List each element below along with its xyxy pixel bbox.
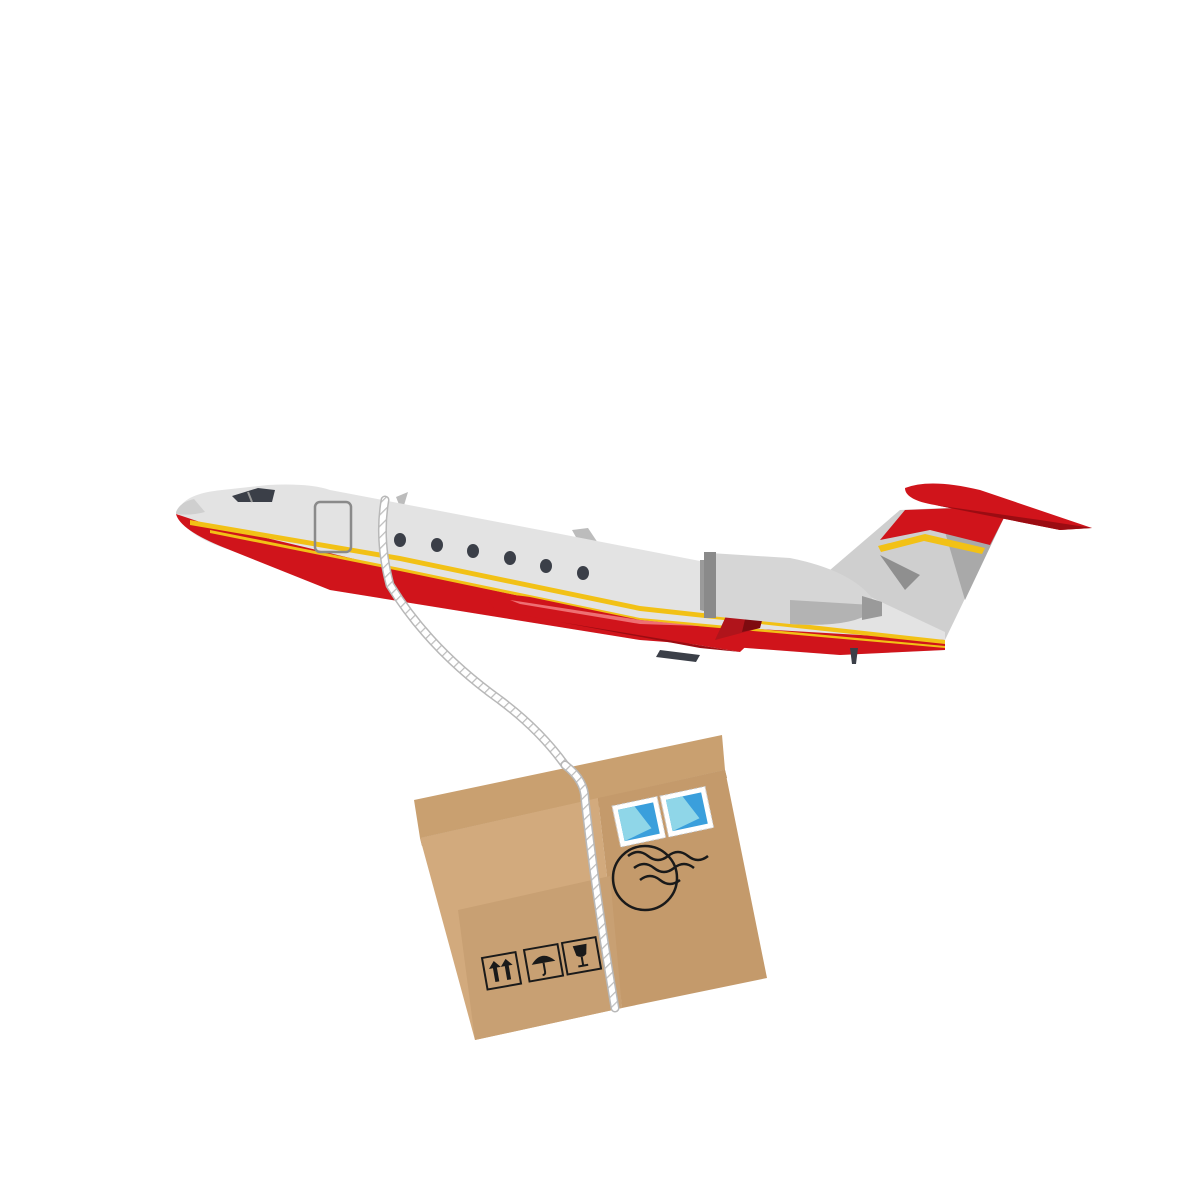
t-tail-stabilizer bbox=[905, 483, 1092, 530]
tail-shadow bbox=[880, 555, 920, 590]
passenger-window bbox=[504, 551, 516, 565]
nose-cone bbox=[176, 499, 205, 515]
landing-gear bbox=[656, 650, 700, 662]
fuselage-yellow-stripe bbox=[190, 520, 945, 644]
box-lid bbox=[414, 735, 725, 838]
tail-gear bbox=[850, 648, 858, 664]
main-wing-shade bbox=[560, 622, 740, 652]
tow-rope bbox=[377, 495, 570, 770]
stamp-icon bbox=[611, 795, 667, 848]
rope-around-box-core bbox=[562, 762, 618, 1011]
passenger-window bbox=[394, 533, 406, 547]
airplane bbox=[176, 483, 1092, 664]
passenger-window bbox=[540, 559, 552, 573]
cockpit-window-frame bbox=[247, 491, 253, 503]
keep-dry-icon bbox=[522, 942, 565, 983]
parcel-box bbox=[414, 735, 767, 1040]
this-way-up-icon bbox=[480, 950, 523, 991]
passenger-window bbox=[431, 538, 443, 552]
postmark-icon bbox=[611, 844, 709, 912]
engine-intake-ring bbox=[704, 552, 716, 618]
far-winglet bbox=[396, 492, 408, 512]
stamp-icon bbox=[659, 785, 715, 838]
cockpit-window bbox=[232, 488, 275, 502]
fragile-icon bbox=[560, 935, 603, 976]
tail-fin-yellow-stripe bbox=[878, 534, 985, 554]
rope-segment-upper-core bbox=[379, 497, 568, 768]
cabin-door bbox=[313, 500, 353, 554]
engine-shade bbox=[790, 600, 872, 625]
tail-fin-red bbox=[880, 506, 1010, 545]
passenger-window bbox=[577, 566, 589, 580]
t-tail-stabilizer-shade bbox=[935, 505, 1092, 530]
engine-exhaust bbox=[862, 596, 882, 620]
passenger-windows bbox=[394, 533, 589, 580]
passenger-window bbox=[467, 544, 479, 558]
